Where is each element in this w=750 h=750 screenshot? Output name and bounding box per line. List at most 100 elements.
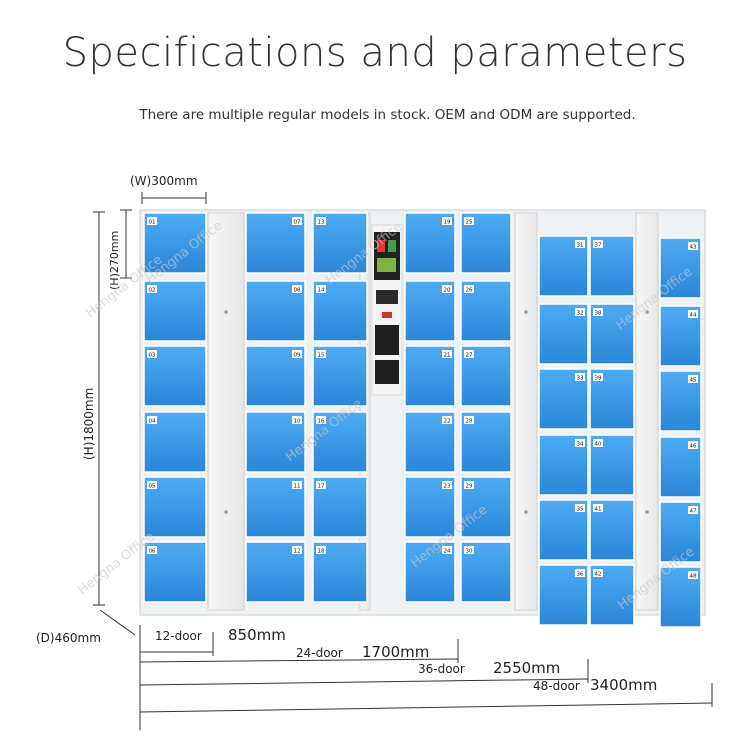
locker-number: 17 — [318, 484, 325, 490]
locker-door: 47 — [659, 501, 702, 563]
locker-door: 31 — [538, 235, 589, 297]
number-plate — [442, 217, 452, 225]
locker-door: 20 — [404, 280, 456, 342]
door-count-label: 24-door — [296, 646, 343, 660]
locker-door: 03 — [143, 345, 207, 407]
locker-number: 21 — [444, 353, 451, 359]
depth-label: (D)460mm — [36, 631, 101, 645]
locker-number: 41 — [595, 507, 602, 513]
page-subtitle: There are multiple regular models in sto… — [139, 107, 636, 123]
number-plate — [593, 569, 603, 577]
door-count-label: 48-door — [533, 679, 580, 693]
locker-door: 35 — [538, 499, 589, 561]
number-plate — [593, 373, 603, 381]
control-panel — [371, 224, 403, 396]
number-plate — [292, 350, 302, 358]
number-plate — [688, 441, 698, 449]
lock-icon — [524, 310, 528, 314]
number-plate — [593, 504, 603, 512]
number-plate — [292, 416, 302, 424]
number-plate — [147, 285, 157, 293]
number-plate — [442, 350, 452, 358]
locker-number: 33 — [577, 376, 584, 382]
locker-number: 03 — [149, 353, 156, 359]
locker-number: 08 — [294, 288, 301, 294]
locker-door: 21 — [404, 345, 456, 407]
number-plate — [575, 240, 585, 248]
door-count-label: 36-door — [418, 662, 465, 676]
locker-number: 42 — [595, 572, 602, 578]
locker-number: 24 — [444, 549, 451, 555]
locker-number: 05 — [149, 484, 156, 490]
locker-number: 23 — [444, 484, 451, 490]
locker-number: 43 — [690, 245, 697, 251]
locker-door: 16 — [312, 411, 368, 473]
locker-number: 18 — [318, 549, 325, 555]
locker-door: 43 — [659, 237, 702, 299]
locker-door: 44 — [659, 305, 702, 367]
number-plate — [316, 350, 326, 358]
locker-number: 36 — [577, 572, 584, 578]
number-plate — [147, 546, 157, 554]
locker-number: 40 — [595, 442, 602, 448]
length-line — [139, 702, 713, 713]
locker-door: 08 — [245, 280, 306, 342]
number-plate — [292, 546, 302, 554]
number-plate — [464, 546, 474, 554]
length-option: 24-door 1700mm — [139, 639, 459, 663]
locker-door: 41 — [589, 499, 635, 561]
locker-number: 14 — [318, 288, 325, 294]
locker-door: 07 — [245, 212, 306, 274]
locker-number: 32 — [577, 311, 584, 317]
number-plate — [147, 481, 157, 489]
locker-door: 19 — [404, 212, 456, 274]
locker-door: 28 — [460, 411, 512, 473]
locker-door: 17 — [312, 476, 368, 538]
locker-number: 48 — [690, 574, 697, 580]
locker-number: 10 — [294, 419, 301, 425]
locker-door: 48 — [659, 566, 702, 628]
locker-door: 30 — [460, 541, 512, 603]
locker-number: 09 — [294, 353, 301, 359]
number-plate — [688, 242, 698, 250]
locker-door: 38 — [589, 303, 635, 365]
length-label: 1700mm — [362, 643, 429, 661]
number-plate — [316, 481, 326, 489]
door-panel — [538, 564, 589, 626]
locker-door: 27 — [460, 345, 512, 407]
number-plate — [442, 416, 452, 424]
locker-number: 22 — [444, 419, 451, 425]
locker-number: 29 — [466, 484, 473, 490]
locker-door: 33 — [538, 368, 589, 430]
number-plate — [464, 350, 474, 358]
locker-number: 27 — [466, 353, 473, 359]
number-plate — [464, 481, 474, 489]
printer — [375, 360, 399, 384]
number-plate — [292, 285, 302, 293]
locker-door: 22 — [404, 411, 456, 473]
locker-number: 37 — [595, 243, 602, 249]
number-plate — [316, 217, 326, 225]
locker-number: 26 — [466, 288, 473, 294]
width-dimension: (W)300mm — [130, 174, 207, 204]
locker-door: 46 — [659, 436, 702, 498]
number-plate — [688, 310, 698, 318]
length-label: 850mm — [228, 626, 286, 644]
locker-door: 25 — [460, 212, 512, 274]
depth-dimension: (D)460mm — [36, 609, 136, 645]
locker-number: 35 — [577, 507, 584, 513]
number-plate — [688, 375, 698, 383]
lock-icon — [224, 310, 228, 314]
locker-door: 18 — [312, 541, 368, 603]
number-plate — [464, 217, 474, 225]
door-count-label: 12-door — [155, 629, 202, 643]
locker-door: 32 — [538, 303, 589, 365]
card-reader — [376, 290, 398, 304]
number-plate — [593, 439, 603, 447]
door-panel — [659, 566, 702, 628]
locker-number: 07 — [294, 220, 301, 226]
number-plate — [575, 308, 585, 316]
lock-icon — [645, 510, 649, 514]
